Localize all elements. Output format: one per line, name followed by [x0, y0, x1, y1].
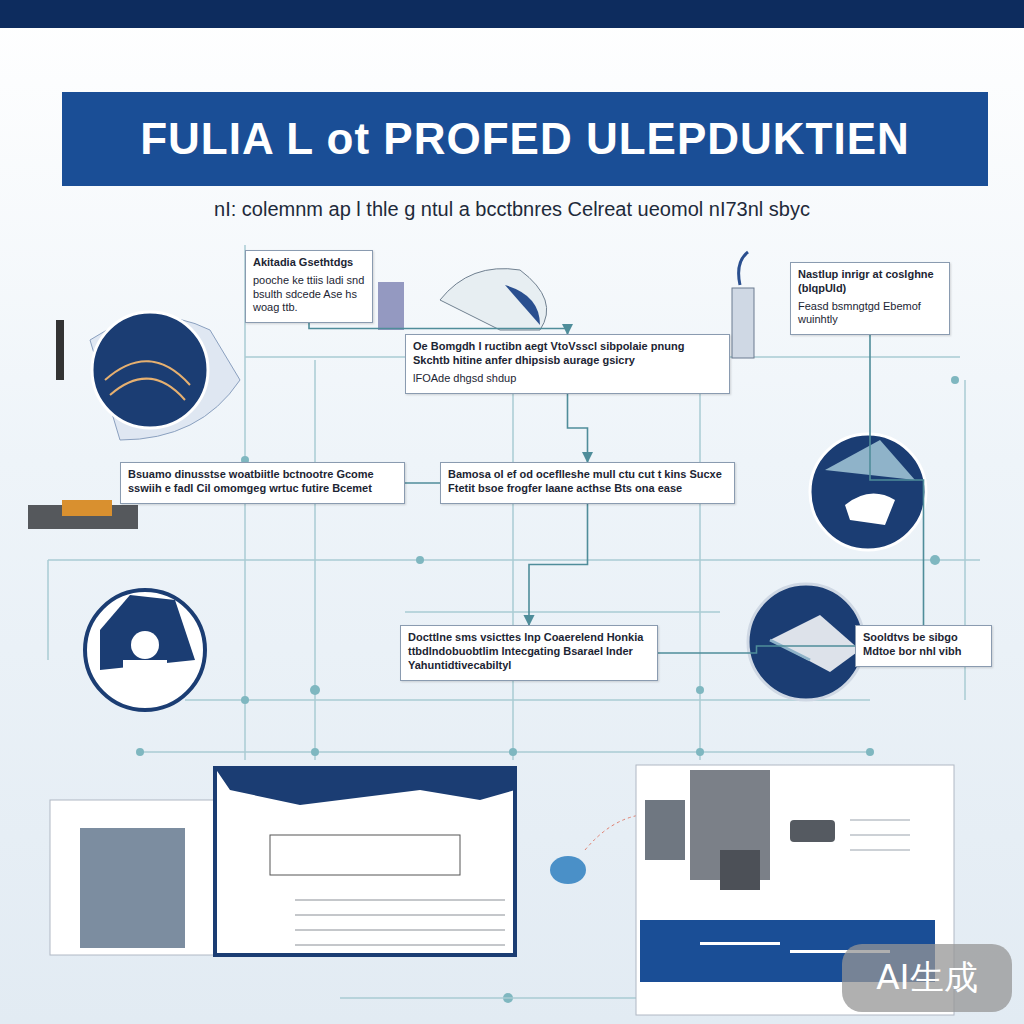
title-banner — [62, 92, 988, 186]
box-heading: Oe Bomgdh l ructibn aegt VtoVsscl sibpol… — [413, 340, 722, 368]
tool-icon — [748, 584, 864, 700]
flow-connector — [870, 335, 924, 625]
left-screen — [50, 768, 515, 955]
box-heading: Bsuamo dinusstse woatbiitle bctnootre Gc… — [128, 468, 397, 496]
watermark-box: AI生成 — [842, 944, 1012, 1012]
text-box: Nastlup inrigr at coslghne (blqpUld) Feas… — [790, 262, 950, 335]
text-box: Bsuamo dinusstse woatbiitle bctnootre Gc… — [120, 462, 405, 504]
title-box: FULIA L ot PROFED ULEPDUKTIEN — [62, 92, 988, 186]
box-heading: Docttlne sms vsicttes lnp Coaerelend Hon… — [408, 631, 650, 672]
title-text: FULIA L ot PROFED ULEPDUKTIEN — [140, 114, 910, 164]
box-heading: Akitadia Gsethtdgs — [253, 256, 365, 270]
dish-icon — [810, 434, 926, 550]
helmet-icon — [56, 312, 240, 440]
box-heading: Nastlup inrigr at coslghne (blqpUld) — [798, 268, 942, 296]
box-heading: Bamosa ol ef od oceflleshe mull ctu cut … — [448, 468, 727, 496]
text-box: Oe Bomgdh l ructibn aegt VtoVsscl sibpol… — [405, 334, 730, 394]
top-bar — [0, 0, 1024, 28]
box-heading: Sooldtvs be sibgo Mdtoe bor nhl vibh — [863, 631, 984, 659]
flow-connector — [568, 394, 588, 462]
flow-connector — [658, 646, 855, 653]
flow-connector — [309, 323, 568, 334]
text-box: Sooldtvs be sibgo Mdtoe bor nhl vibh — [855, 625, 992, 667]
box-body: Feasd bsmngtgd Ebemof wuinhtly — [798, 300, 942, 328]
person-icon — [85, 590, 205, 710]
flow-connector — [529, 504, 588, 625]
watermark-text: AI生成 — [876, 955, 977, 1001]
subtitle-text: nI: colemnm ap l thle g ntul a bcctbnres… — [40, 198, 984, 221]
grid-lines — [48, 245, 980, 760]
box-body: pooche ke ttiis ladi snd bsulth sdcede A… — [253, 274, 365, 315]
bottom-line — [340, 997, 636, 999]
text-box: Bamosa ol ef od oceflleshe mull ctu cut … — [440, 462, 735, 504]
box-body: lFOAde dhgsd shdup — [413, 372, 722, 386]
text-box: Akitadia Gsethtdgs pooche ke ttiis ladi s… — [245, 250, 373, 323]
flow-connector — [405, 482, 440, 484]
text-box: Docttlne sms vsicttes lnp Coaerelend Hon… — [400, 625, 658, 681]
